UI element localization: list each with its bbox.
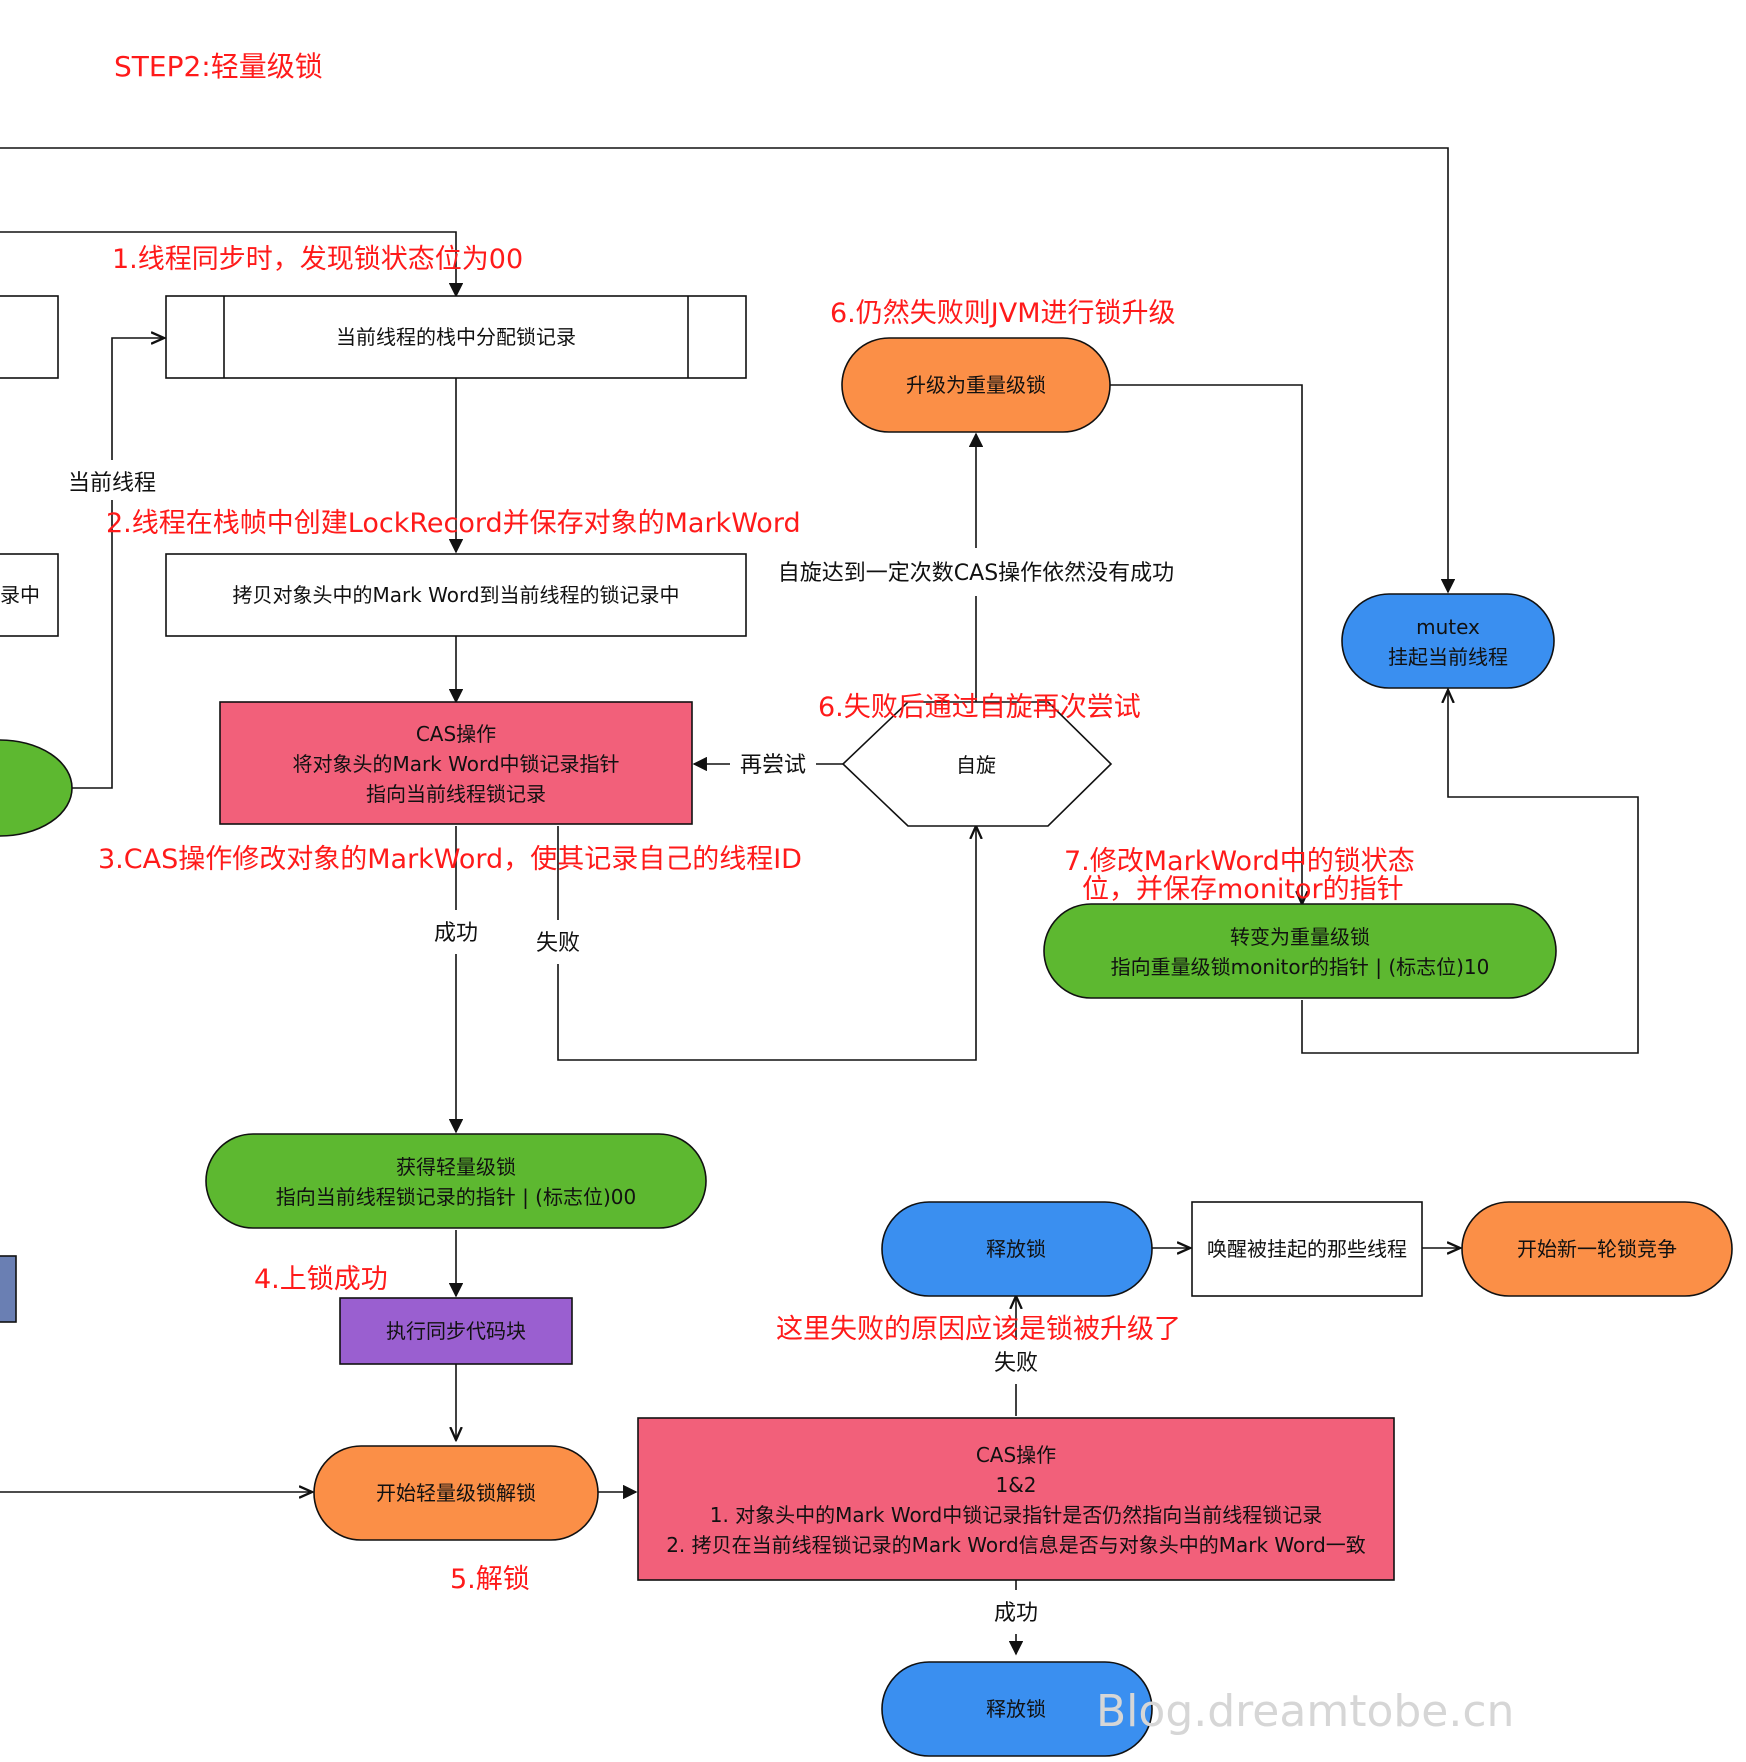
spin-label: 自旋 bbox=[956, 753, 996, 777]
annotation-6b: 6.失败后通过自旋再次尝试 bbox=[818, 692, 1141, 723]
acquired-line2: 指向当前线程锁记录的指针 | (标志位)00 bbox=[276, 1185, 637, 1209]
node-acquired: 获得轻量级锁 指向当前线程锁记录的指针 | (标志位)00 bbox=[205, 1133, 707, 1229]
left-partial-box-mid bbox=[0, 553, 59, 637]
label-spin-limit: 自旋达到一定次数CAS操作依然没有成功 bbox=[778, 561, 1174, 586]
cas2-line2: 1&2 bbox=[995, 1473, 1036, 1497]
left-partial-slate bbox=[0, 1255, 17, 1323]
cas-line2: 将对象头的Mark Word中锁记录指针 bbox=[292, 752, 619, 776]
node-to-heavy: 转变为重量级锁 指向重量级锁monitor的指针 | (标志位)10 bbox=[1043, 903, 1557, 999]
node-exec-sync: 执行同步代码块 bbox=[339, 1297, 573, 1365]
left-partial-box-top bbox=[0, 295, 59, 379]
node-cas-op-2: CAS操作 1&2 1. 对象头中的Mark Word中锁记录指针是否仍然指向当… bbox=[637, 1417, 1395, 1581]
annotation-3: 3.CAS操作修改对象的MarkWord，使其记录自己的线程ID bbox=[98, 844, 802, 875]
annotation-5: 5.解锁 bbox=[450, 1564, 530, 1595]
node-new-round: 开始新一轮锁竞争 bbox=[1461, 1201, 1733, 1297]
edge-heavy-to-mutex bbox=[1301, 690, 1639, 1054]
label-current-thread: 当前线程 bbox=[68, 471, 156, 496]
left-partial-text: 录中 bbox=[0, 583, 40, 607]
release-top-label: 释放锁 bbox=[986, 1237, 1046, 1261]
edge-top-to-mutex bbox=[0, 147, 1456, 594]
new-round-label: 开始新一轮锁竞争 bbox=[1517, 1237, 1677, 1261]
node-release-top: 释放锁 bbox=[881, 1201, 1153, 1297]
start-unlock-label: 开始轻量级锁解锁 bbox=[376, 1481, 536, 1505]
edges bbox=[0, 147, 1639, 1656]
edge-top-to-alloc bbox=[0, 231, 464, 298]
annotation-7-line2: 位，并保存monitor的指针 bbox=[1082, 874, 1404, 905]
cas2-line1: CAS操作 bbox=[976, 1443, 1056, 1467]
label-success-1: 成功 bbox=[434, 921, 478, 946]
node-upgrade-heavy: 升级为重量级锁 bbox=[841, 337, 1111, 433]
mutex-line1: mutex bbox=[1416, 615, 1480, 639]
release-bottom-label: 释放锁 bbox=[986, 1697, 1046, 1721]
node-start-unlock: 开始轻量级锁解锁 bbox=[313, 1445, 599, 1541]
watermark: Blog.dreamtobe.cn bbox=[1096, 1686, 1514, 1737]
annotations: STEP2:轻量级锁 1.线程同步时，发现锁状态位为00 6.仍然失败则JVM进… bbox=[98, 50, 1415, 1595]
annotation-fail-reason: 这里失败的原因应该是锁被升级了 bbox=[776, 1314, 1181, 1345]
label-fail-2: 失败 bbox=[994, 1351, 1038, 1376]
node-wake: 唤醒被挂起的那些线程 bbox=[1191, 1201, 1423, 1297]
to-heavy-line1: 转变为重量级锁 bbox=[1230, 925, 1370, 949]
copy-label: 拷贝对象头中的Mark Word到当前线程的锁记录中 bbox=[232, 583, 679, 607]
annotation-4: 4.上锁成功 bbox=[254, 1264, 388, 1295]
node-alloc-lock-record: 当前线程的栈中分配锁记录 bbox=[165, 295, 747, 379]
annotation-6a: 6.仍然失败则JVM进行锁升级 bbox=[830, 298, 1176, 329]
left-partial-green bbox=[0, 739, 73, 837]
edge-current-thread bbox=[72, 338, 164, 789]
acquired-line1: 获得轻量级锁 bbox=[396, 1155, 516, 1179]
node-spin: 自旋 bbox=[841, 701, 1113, 827]
cas2-line4: 2. 拷贝在当前线程锁记录的Mark Word信息是否与对象头中的Mark Wo… bbox=[666, 1533, 1366, 1557]
label-success-2: 成功 bbox=[994, 1601, 1038, 1626]
annotation-7-line1: 7.修改MarkWord中的锁状态 bbox=[1064, 846, 1415, 877]
node-cas-op: CAS操作 将对象头的Mark Word中锁记录指针 指向当前线程锁记录 bbox=[219, 701, 693, 825]
mutex-line2: 挂起当前线程 bbox=[1388, 645, 1508, 669]
exec-label: 执行同步代码块 bbox=[386, 1319, 526, 1343]
upgrade-label: 升级为重量级锁 bbox=[906, 373, 1046, 397]
annotation-2: 2.线程在栈帧中创建LockRecord并保存对象的MarkWord bbox=[106, 508, 801, 539]
cas-line3: 指向当前线程锁记录 bbox=[366, 782, 546, 806]
cas-line1: CAS操作 bbox=[416, 722, 496, 746]
node-copy-markword: 拷贝对象头中的Mark Word到当前线程的锁记录中 bbox=[165, 553, 747, 637]
to-heavy-line2: 指向重量级锁monitor的指针 | (标志位)10 bbox=[1111, 955, 1490, 979]
alloc-label: 当前线程的栈中分配锁记录 bbox=[336, 325, 576, 349]
diagram-title: STEP2:轻量级锁 bbox=[114, 50, 323, 83]
node-release-bottom: 释放锁 bbox=[881, 1661, 1153, 1757]
edge-labels: 当前线程 再尝试 自旋达到一定次数CAS操作依然没有成功 成功 失败 失败 成功 bbox=[60, 460, 1194, 1634]
cas2-line3: 1. 对象头中的Mark Word中锁记录指针是否仍然指向当前线程锁记录 bbox=[710, 1503, 1323, 1527]
wake-label: 唤醒被挂起的那些线程 bbox=[1207, 1237, 1407, 1261]
label-retry: 再尝试 bbox=[740, 753, 806, 778]
label-fail-1: 失败 bbox=[536, 931, 580, 956]
annotation-1: 1.线程同步时，发现锁状态位为00 bbox=[112, 244, 523, 275]
edge-upgrade-to-heavy bbox=[1110, 384, 1302, 904]
node-mutex: mutex 挂起当前线程 bbox=[1341, 593, 1555, 689]
